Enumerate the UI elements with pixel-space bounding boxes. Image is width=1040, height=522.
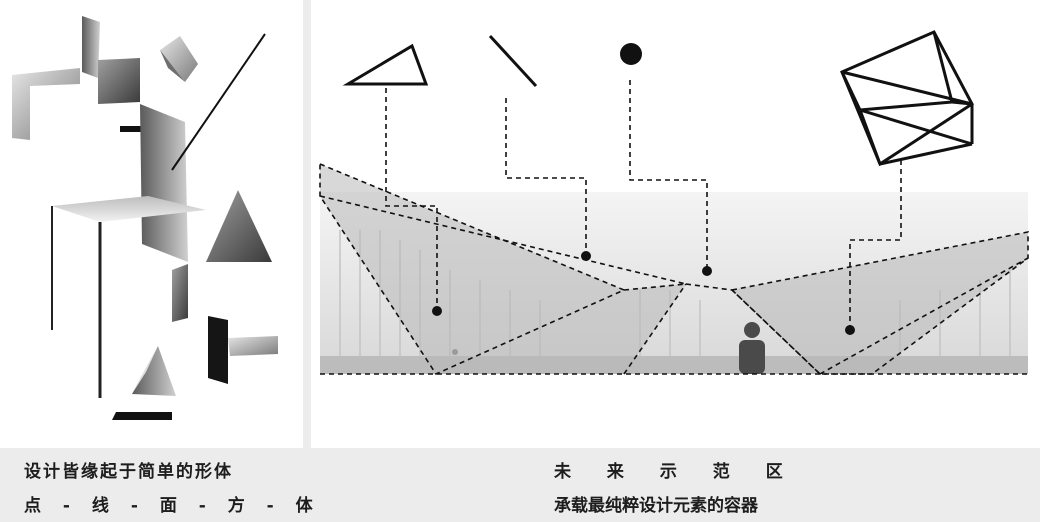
canopy-plane (320, 164, 1028, 374)
sequence-item: 面 (159, 496, 179, 516)
sequence-sep: - (130, 496, 140, 516)
plane-shape (228, 336, 278, 356)
forms-caption-sequence: 点 - 线 - 面 - 方 - 体 (24, 491, 315, 516)
triangle-icon (342, 43, 429, 86)
canopy-diagram (319, 30, 1029, 376)
leader-lines (385, 80, 902, 328)
sequence-sep: - (62, 496, 72, 516)
canopy-outline (319, 162, 1029, 376)
title-char: 区 (765, 462, 783, 482)
sequence-item: 方 (227, 496, 247, 516)
plane-shape (120, 126, 146, 132)
plane-shape (160, 50, 185, 82)
line-icon (488, 34, 538, 88)
plane-shape (132, 346, 158, 394)
anchor-dot (845, 325, 855, 335)
person-silhouette (739, 322, 765, 374)
title-char: 未 (554, 462, 571, 482)
title-char: 示 (659, 462, 677, 482)
title-char: 范 (712, 462, 730, 482)
anchor-dot (581, 251, 591, 261)
plane-shape (12, 68, 80, 140)
point-icon (620, 43, 642, 65)
plane-shape (82, 16, 100, 78)
plane-shape (98, 58, 140, 104)
area-caption-subtitle: 承载最纯粹设计元素的容器 (554, 496, 758, 516)
plane-shape (52, 196, 206, 222)
forms-caption-title: 设计皆缘起于简单的形体 (24, 462, 233, 482)
plane-shape (132, 346, 176, 396)
sequence-item: 线 (91, 496, 111, 516)
plane-shape (206, 190, 272, 262)
plane-shape (172, 264, 188, 322)
sequence-sep: - (266, 496, 276, 516)
plane-shape (160, 36, 198, 82)
sequence-item: 体 (295, 496, 315, 516)
abstract-forms-panel (0, 0, 303, 448)
demonstration-area-panel (311, 0, 1040, 448)
title-char: 来 (606, 462, 624, 482)
abstract-forms-illustration (12, 16, 278, 420)
sequence-item: 点 (24, 496, 43, 516)
cube-icon (840, 30, 974, 167)
anchor-dot (702, 266, 712, 276)
plane-shape (208, 316, 228, 384)
anchor-dot (432, 306, 442, 316)
area-caption-title: 未 来 示 范 区 (554, 457, 783, 482)
sequence-sep: - (198, 496, 208, 516)
plane-shape (112, 412, 172, 420)
plane-shape (140, 104, 188, 262)
diagonal-line (171, 33, 266, 171)
